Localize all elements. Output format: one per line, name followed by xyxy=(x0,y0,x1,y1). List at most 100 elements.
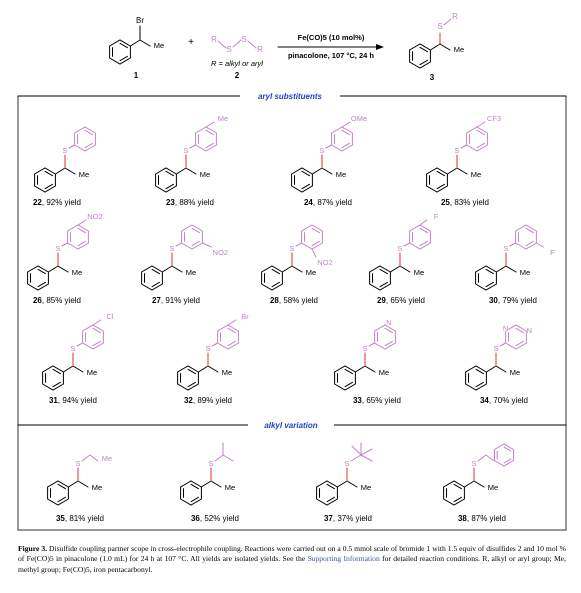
reagent-bond-1 xyxy=(217,40,227,49)
compound-35-s-label-bg xyxy=(75,458,81,467)
compound-30-substituent-bond xyxy=(535,242,544,248)
compound-30-caption: 30, 79% yield xyxy=(489,296,537,305)
compound-34-benzene-ring-double-bond xyxy=(475,368,484,375)
compound-29-benzene-ring-double-bond xyxy=(379,268,388,275)
alkyl-section-header: alkyl variation xyxy=(264,421,317,430)
aryl-section-header: aryl substituents xyxy=(258,92,323,101)
compound-23-me-label: Me xyxy=(200,170,210,179)
compound-37-s-label-bg xyxy=(344,458,350,467)
compound-23-s-aryl-bond xyxy=(189,144,197,149)
figure-caption: Figure 3. Disulfide coupling partner sco… xyxy=(18,544,566,575)
compound-36-methyl-bond xyxy=(210,480,222,488)
compound-33-s-label-bg xyxy=(362,343,368,352)
compound-36-ipr-me2-bond xyxy=(222,454,234,462)
compound-34-benzene-ring xyxy=(465,365,487,391)
compound-31-benzene-ring xyxy=(42,365,64,391)
compound-35-methyl-bond xyxy=(77,480,89,488)
compound-37-methyl-bond xyxy=(346,480,358,488)
compound-25-benzene-ring-double-bond xyxy=(436,170,445,177)
compound-22-aryl-ring xyxy=(74,126,96,152)
compound-29-benzene-ring xyxy=(369,265,391,291)
compound-33-aryl-ring xyxy=(374,324,396,350)
compound-34-pyrimidine-n2-bg xyxy=(526,325,533,334)
compound-24-benzene-ring-double-bond xyxy=(301,170,310,177)
compound-24-s-aryl-bond xyxy=(325,144,333,149)
compound-27-caption: 27, 91% yield xyxy=(152,296,200,305)
compound-30-s-label: S xyxy=(503,244,508,253)
compound-33-caption: 33, 65% yield xyxy=(353,396,401,405)
compound-32-s-label: S xyxy=(205,344,210,353)
compound-29-caption: 29, 65% yield xyxy=(377,296,425,305)
compound-33-me-label: Me xyxy=(379,368,389,377)
compound-24-benzene-ring-double-bond xyxy=(301,183,310,190)
compound-25-substituent-label: CF3 xyxy=(487,114,501,123)
compound-32-caption: 32, 89% yield xyxy=(184,396,232,405)
compound-33-s-aryl-bond xyxy=(368,342,376,347)
compound-26-substituent-label: NO2 xyxy=(87,212,102,221)
compound-3-me-label: Me xyxy=(454,45,464,54)
reaction-arrow-head xyxy=(376,44,384,50)
compound-32-number: 32 xyxy=(184,396,193,405)
compound-30-me-label: Me xyxy=(520,268,530,277)
compound-35-benzene-ring xyxy=(47,480,69,506)
compound-3-c-me-bond xyxy=(439,43,451,51)
compound-32-benzylic-bond xyxy=(197,365,209,373)
compound-26-benzene-ring xyxy=(27,265,49,291)
compound-30-substituent-label: F xyxy=(550,248,555,257)
compound-25-benzene-ring xyxy=(426,167,448,193)
compound-22-me-label: Me xyxy=(79,170,89,179)
compound-23-benzene-ring-double-bond xyxy=(165,170,174,177)
compound-26-aryl-ring-double-bond xyxy=(77,227,86,234)
compound-3-number: 3 xyxy=(430,73,435,82)
compound-36-benzene-ring-double-bond xyxy=(190,496,199,503)
compound-26-s-label: S xyxy=(55,244,60,253)
compound-22-benzene-ring xyxy=(34,167,56,193)
compound-23-s-label: S xyxy=(183,146,188,155)
compound-24-substituent-bond xyxy=(341,121,351,128)
compound-23-methyl-bond xyxy=(185,167,197,175)
compound-38-benzyl-ring-double-bond xyxy=(503,446,512,452)
compound-31-aryl-ring-double-bond xyxy=(92,327,101,334)
compound-38-benzylic-bond xyxy=(463,480,475,488)
compound-30-benzylic-bond xyxy=(495,265,507,273)
compound-30-benzene-ring xyxy=(475,265,497,291)
compound-25-substituent-bond xyxy=(476,121,486,128)
compound-25-caption: 25, 83% yield xyxy=(441,198,489,207)
compound-30-yield: , 79% yield xyxy=(498,296,537,305)
compound-31-caption: 31, 94% yield xyxy=(49,396,97,405)
compound-37-caption: 37, 37% yield xyxy=(324,514,372,523)
compound-38-methyl-bond xyxy=(473,480,485,488)
reagent-s-left: S xyxy=(226,45,231,54)
compound-34-pyrimidine-n2: N xyxy=(527,326,532,335)
compound-1-c-me-bond xyxy=(139,39,151,47)
compound-31-me-label: Me xyxy=(87,368,97,377)
compound-26-benzene-ring-double-bond xyxy=(37,268,46,275)
compound-24-s-label-bg xyxy=(319,145,325,154)
alkyl-header-bg xyxy=(248,419,334,431)
compound-24-yield: , 87% yield xyxy=(313,198,352,207)
reagent-r-right: R xyxy=(257,45,263,54)
compound-25-aryl-ring-double-bond xyxy=(476,129,485,136)
compound-31-benzene-ring-double-bond xyxy=(52,381,61,388)
compound-38-number: 38 xyxy=(458,514,467,523)
compound-3-s-r-bond xyxy=(443,18,452,26)
reagent-r-left: R xyxy=(211,35,217,44)
compound-3-s-label: S xyxy=(437,22,442,31)
compound-30-s-label-bg xyxy=(503,243,509,252)
compound-30-benzene-ring-double-bond xyxy=(485,268,494,275)
compound-28-substituent-bond xyxy=(311,248,317,258)
compound-29-number: 29 xyxy=(377,296,386,305)
compound-24-s-label: S xyxy=(319,146,324,155)
compound-28-yield: , 58% yield xyxy=(279,296,318,305)
supporting-information-link[interactable]: Supporting Information xyxy=(307,554,380,564)
compound-33-benzene-ring-double-bond xyxy=(344,368,353,375)
compound-34-pyrimidine-n1: N xyxy=(503,324,508,333)
compound-37-benzene-ring xyxy=(316,480,338,506)
compound-22-yield: , 92% yield xyxy=(42,198,81,207)
compound-35-ethyl-me-label: Me xyxy=(102,454,112,463)
compound-31-substituent-bond xyxy=(92,319,102,326)
compound-22-number: 22 xyxy=(33,198,42,207)
compound-27-benzylic-bond xyxy=(161,265,173,273)
compound-34-number: 34 xyxy=(480,396,489,405)
conditions-catalyst: Fe(CO)5 (10 mol%) xyxy=(298,33,365,42)
